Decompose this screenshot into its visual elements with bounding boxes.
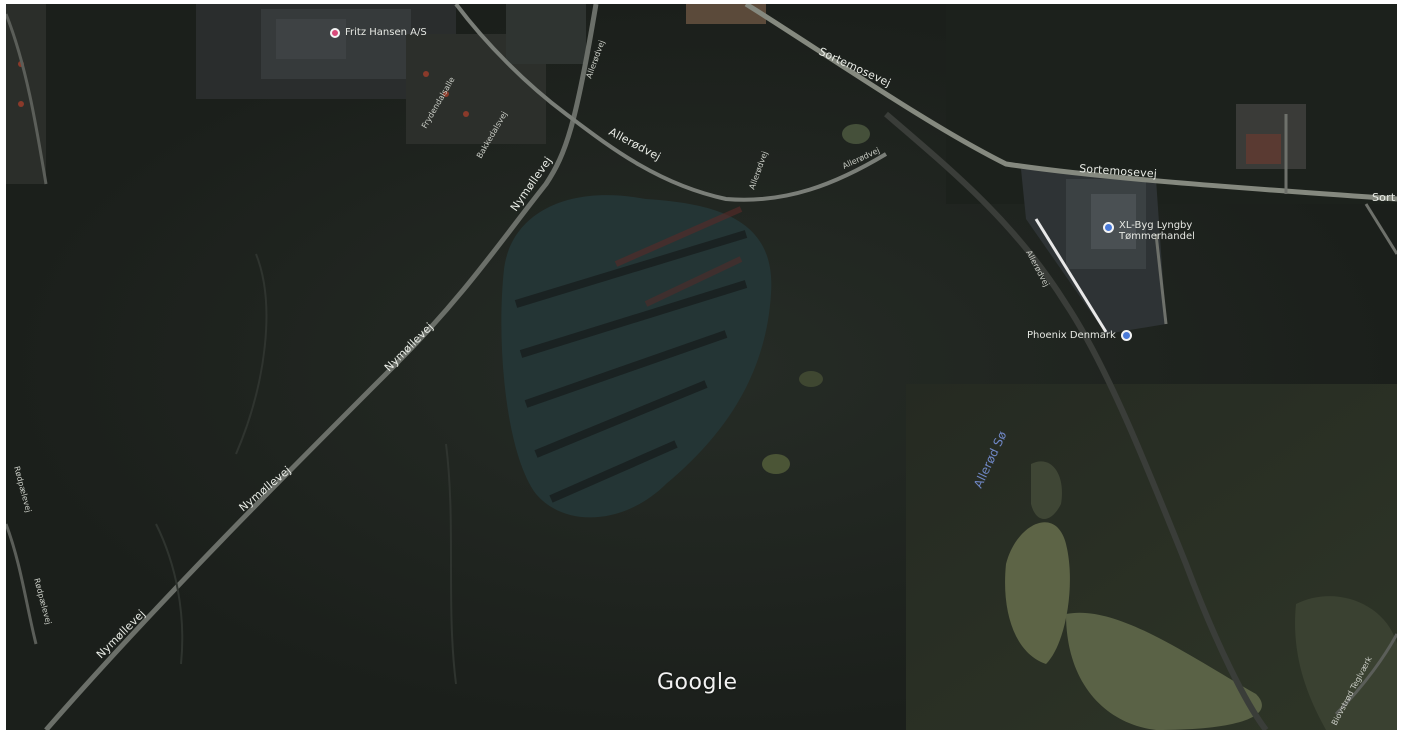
poi-phoenix-denmark[interactable]: Phoenix Denmark (1027, 330, 1132, 341)
road-label-sortemosevej: Sortemosevej (1079, 162, 1158, 180)
poi-label: Fritz Hansen A/S (345, 27, 427, 38)
satellite-imagery: Sortemosevej Sortemosevej Sort Allerødve… (6, 4, 1397, 730)
poi-fritz-hansen[interactable]: Fritz Hansen A/S (330, 27, 427, 38)
poi-label: XL-Byg Lyngby (1119, 220, 1193, 231)
shopping-pin-icon (1103, 222, 1114, 233)
shopping-pin-icon (330, 27, 340, 38)
poi-label: Phoenix Denmark (1027, 330, 1116, 341)
urban-area (6, 4, 1306, 184)
road-network (6, 4, 1397, 730)
map-view[interactable]: Sortemosevej Sortemosevej Sort Allerødve… (6, 4, 1397, 730)
lake-area (501, 195, 772, 518)
field-patches (762, 124, 1397, 730)
google-logo: Google (657, 670, 738, 695)
poi-label: Tømmerhandel (1119, 231, 1195, 242)
road-label-sortemosevej: Sort (1372, 191, 1396, 204)
poi-xl-byg-lyngby[interactable]: XL-Byg Lyngby Tømmerhandel (1103, 220, 1195, 242)
shopping-pin-icon (1120, 330, 1132, 341)
